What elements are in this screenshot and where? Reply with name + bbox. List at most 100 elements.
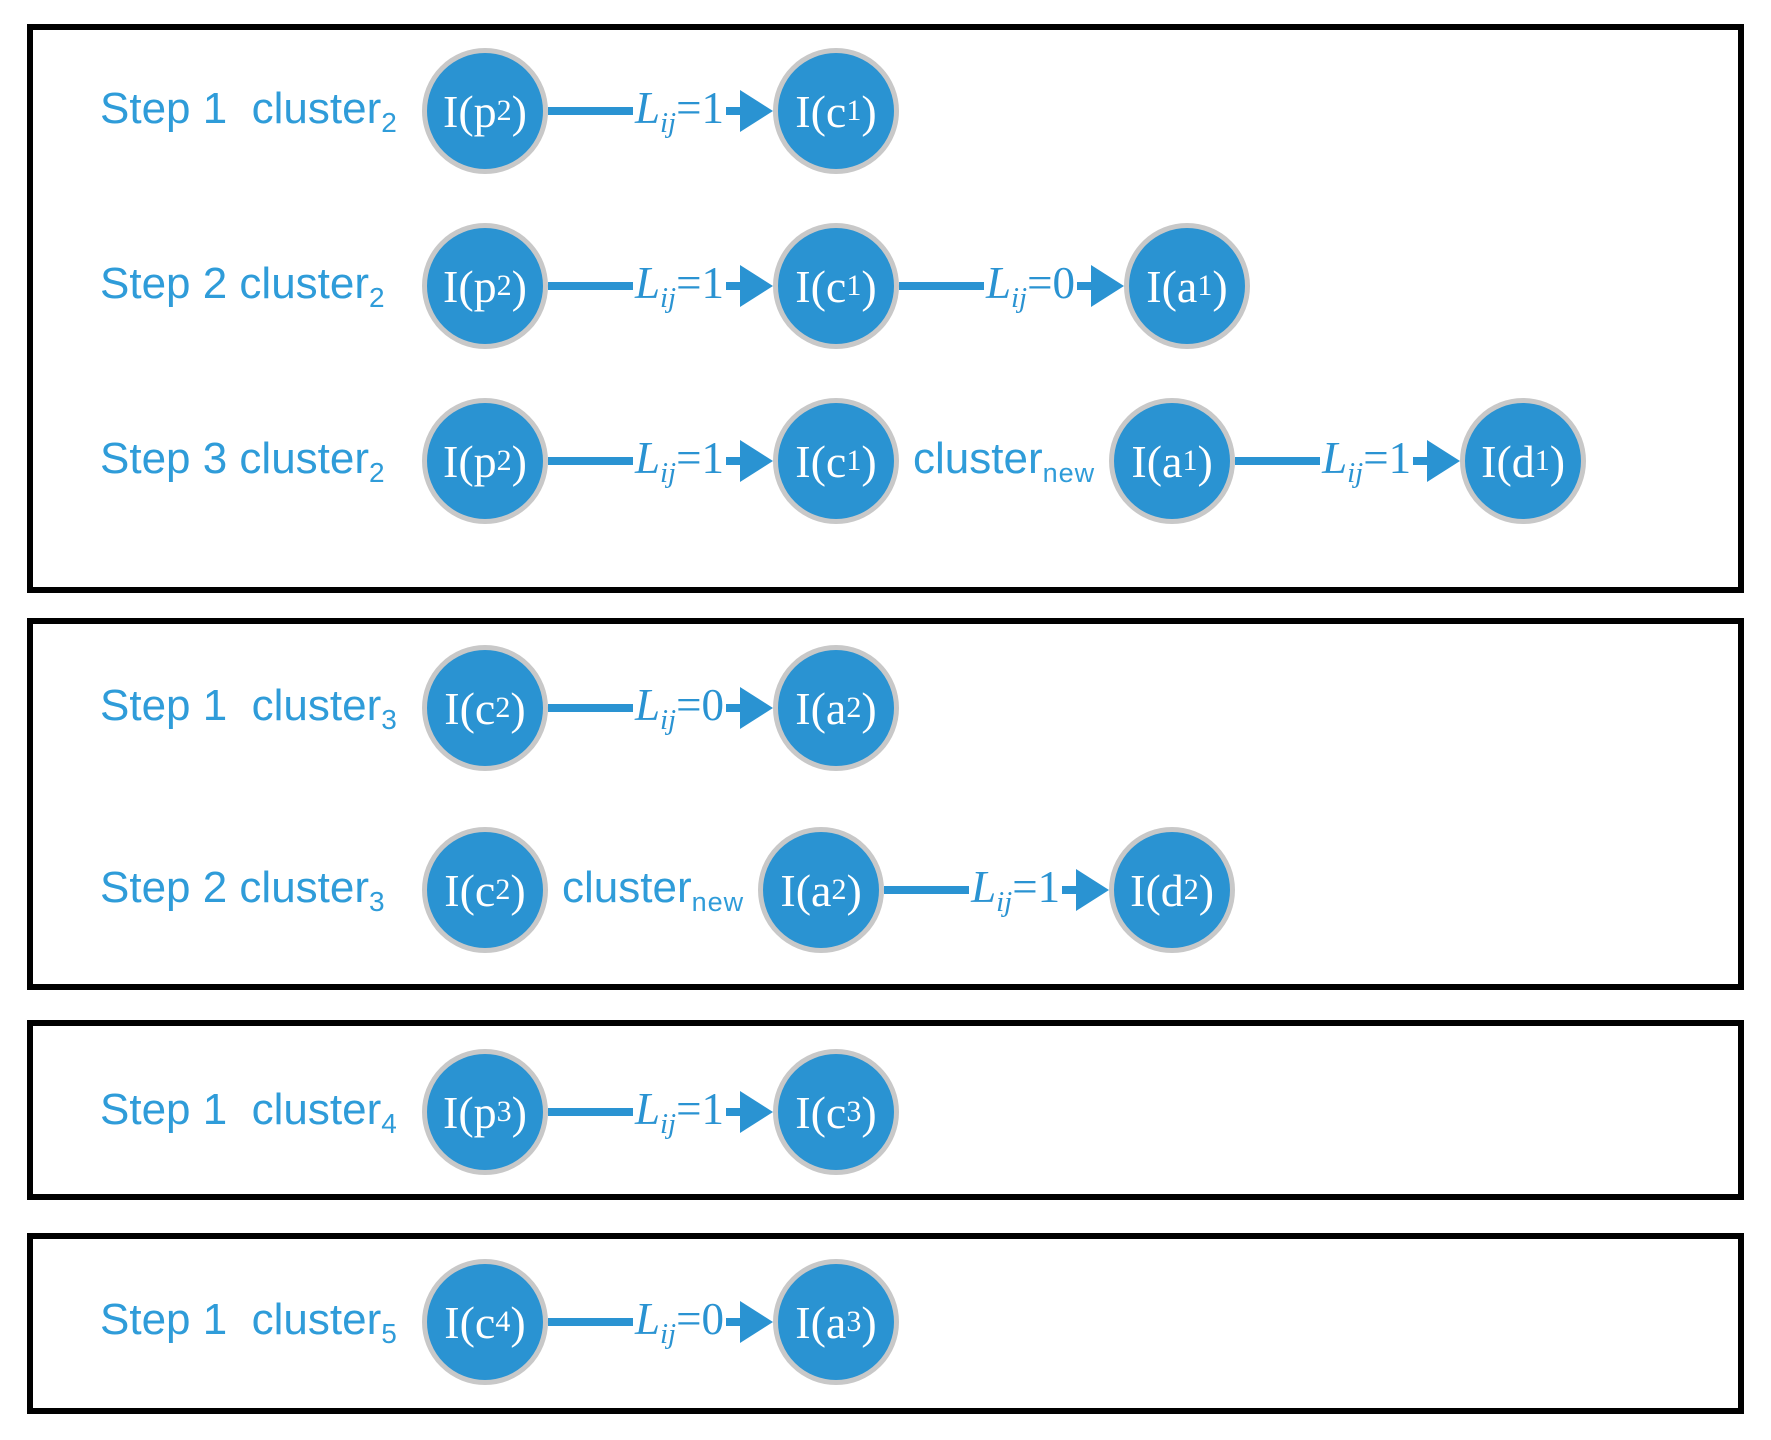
- step-label: Step 2 cluster3: [100, 863, 422, 918]
- edge-arrow: Lij=1: [1235, 432, 1461, 490]
- node-label-subscript: 1: [846, 444, 862, 477]
- cluster-new-text: cluster: [913, 433, 1043, 483]
- arrowhead-icon: [740, 1301, 773, 1343]
- node-label-close: ): [511, 260, 527, 312]
- node-label-subscript: 2: [496, 444, 512, 477]
- cluster-new-label: clusternew: [562, 863, 744, 918]
- edge-line: [1077, 282, 1091, 290]
- edge-label-subscript: ij: [1347, 457, 1364, 489]
- step-label-text: Step 1 cluster: [100, 680, 382, 730]
- node-label-subscript: 2: [495, 873, 511, 906]
- edge-line: [726, 457, 740, 465]
- edge-label: Lij=1: [969, 861, 1062, 919]
- cluster-new-subscript: new: [691, 886, 745, 917]
- node-label-close: ): [511, 85, 527, 137]
- edge-label-symbol: L: [634, 680, 660, 730]
- step-label-subscript: 4: [381, 1107, 397, 1139]
- node-label-text: I(a: [1146, 260, 1198, 312]
- node-label-text: I(c: [795, 85, 847, 137]
- edge-arrow: Lij=0: [548, 679, 773, 737]
- arrowhead-icon: [1427, 440, 1461, 482]
- edge-label-subscript: ij: [659, 282, 677, 314]
- node-label-close: ): [1198, 864, 1215, 916]
- node-label-subscript: 2: [496, 269, 512, 302]
- edge-label: Lij=0: [633, 679, 726, 737]
- edge-line: [1062, 886, 1077, 894]
- edge-line: [726, 107, 740, 115]
- edge-label: Lij=1: [633, 1083, 726, 1141]
- step-label: Step 1 cluster2: [100, 84, 422, 139]
- edge-label: Lij=0: [633, 1293, 726, 1351]
- edge-label-value: =0: [1027, 258, 1075, 308]
- node-label-subscript: 1: [1182, 444, 1198, 477]
- node-label-text: I(a: [795, 1296, 847, 1348]
- node-label-text: I(a: [780, 864, 832, 916]
- arrowhead-icon: [740, 265, 773, 307]
- edge-line: [726, 704, 740, 712]
- edge-label-value: =1: [676, 258, 724, 308]
- node-label-close: ): [846, 864, 862, 916]
- node-label-subscript: 4: [495, 1305, 511, 1338]
- edge-line: [726, 1318, 740, 1326]
- edge-line: [548, 704, 633, 712]
- node-label-subscript: 1: [1197, 269, 1213, 302]
- edge-label-subscript: ij: [996, 886, 1013, 918]
- arrowhead-icon: [740, 687, 773, 729]
- arrowhead-icon: [740, 90, 773, 132]
- node-label-text: I(a: [1131, 435, 1183, 487]
- edge-label-symbol: L: [634, 258, 660, 308]
- edge-label: Lij=1: [633, 432, 726, 490]
- edge-arrow: Lij=1: [548, 1083, 773, 1141]
- node-label-close: ): [861, 85, 877, 137]
- edge-label-symbol: L: [634, 83, 660, 133]
- node-label-close: ): [1197, 435, 1213, 487]
- edge-line: [548, 282, 633, 290]
- node-label-close: ): [861, 435, 877, 487]
- step-label-subscript: 3: [381, 703, 397, 735]
- node-label-subscript: 3: [496, 1095, 512, 1128]
- edge-label: Lij=1: [633, 257, 726, 315]
- step-label: Step 3 cluster2: [100, 434, 422, 489]
- edge-label-value: =0: [676, 680, 724, 730]
- step-label: Step 1 cluster5: [100, 1295, 422, 1350]
- edge-arrow: Lij=0: [548, 1293, 773, 1351]
- edge-arrow: Lij=1: [884, 861, 1110, 919]
- node-label-close: ): [510, 1296, 526, 1348]
- node-label-subscript: 2: [495, 691, 511, 724]
- node-label-text: I(c: [795, 260, 847, 312]
- node-label-close: ): [511, 435, 527, 487]
- node-label-close: ): [510, 682, 526, 734]
- node-label-close: ): [511, 1086, 527, 1138]
- edge-label: Lij=0: [984, 257, 1077, 315]
- node-label-subscript: 1: [1534, 444, 1550, 477]
- node-label-subscript: 2: [831, 873, 847, 906]
- edge-label-subscript: ij: [659, 107, 677, 139]
- node-label-close: ): [1549, 435, 1566, 487]
- step-label-text: Step 2 cluster: [100, 258, 370, 308]
- node-label-close: ): [1212, 260, 1228, 312]
- edge-line: [1413, 457, 1428, 465]
- node-label-close: ): [861, 1086, 877, 1138]
- node-label-text: I(p: [443, 1086, 497, 1138]
- edge-line: [548, 1108, 633, 1116]
- step-label-text: Step 1 cluster: [100, 1294, 382, 1344]
- step-label-subscript: 2: [369, 281, 385, 313]
- arrowhead-icon: [740, 1091, 773, 1133]
- node-label-text: I(p: [443, 260, 497, 312]
- node-label-subscript: 3: [846, 1305, 862, 1338]
- node-label-text: I(p: [443, 435, 497, 487]
